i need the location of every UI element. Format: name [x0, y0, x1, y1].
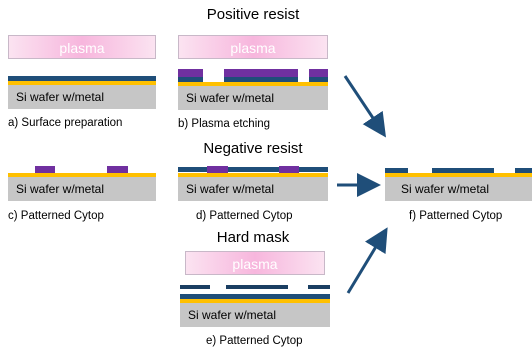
plasma-box: plasma: [185, 251, 325, 275]
metal-layer: [178, 82, 328, 86]
metal-layer: [8, 173, 156, 177]
cytop-block: [515, 168, 532, 173]
metal-layer: [180, 299, 330, 303]
resist-block: [178, 69, 203, 77]
si-wafer: Si wafer w/metal: [8, 85, 156, 109]
plasma-box: plasma: [8, 35, 156, 59]
cytop-layer: [180, 294, 330, 299]
resist-block: [207, 166, 228, 173]
resist-block: [309, 69, 328, 77]
si-wafer: Si wafer w/metal: [385, 177, 532, 201]
positive-resist-heading: Positive resist: [206, 6, 300, 23]
cytop-block: [224, 77, 298, 82]
caption-e: e) Patterned Cytop: [206, 335, 303, 347]
cytop-layer: [178, 167, 328, 172]
panel-a: plasma Si wafer w/metal a) Surface prepa…: [8, 35, 158, 133]
cytop-block: [432, 168, 494, 173]
si-wafer: Si wafer w/metal: [180, 303, 330, 327]
caption-c: c) Patterned Cytop: [8, 210, 104, 222]
si-wafer: Si wafer w/metal: [178, 86, 328, 110]
si-wafer: Si wafer w/metal: [8, 177, 156, 201]
arrow-b-to-f: [343, 75, 386, 138]
panel-e: plasma Si wafer w/metal e) Patterned Cyt…: [180, 251, 332, 351]
plasma-box: plasma: [178, 35, 328, 59]
cytop-block: [309, 77, 328, 82]
panel-c: Si wafer w/metal c) Patterned Cytop: [8, 166, 158, 228]
metal-layer: [8, 81, 156, 85]
negative-resist-heading: Negative resist: [203, 140, 303, 157]
hard-mask-block: [308, 285, 330, 289]
caption-d: d) Patterned Cytop: [196, 210, 293, 222]
resist-block: [107, 166, 128, 173]
arrow-e-to-f: [346, 227, 388, 294]
si-wafer: Si wafer w/metal: [178, 177, 328, 201]
resist-block: [224, 69, 298, 77]
cytop-block: [178, 77, 203, 82]
metal-layer: [178, 173, 328, 177]
resist-block: [279, 166, 299, 173]
hard-mask-heading: Hard mask: [216, 229, 290, 246]
cytop-layer: [8, 76, 156, 81]
hard-mask-block: [180, 285, 210, 289]
cytop-block: [385, 168, 408, 173]
panel-b: plasma Si wafer w/metal b) Plasma etchin…: [178, 35, 330, 133]
caption-b: b) Plasma etching: [178, 118, 271, 130]
panel-d: Si wafer w/metal d) Patterned Cytop: [178, 166, 330, 228]
caption-f: f) Patterned Cytop: [409, 210, 503, 222]
caption-a: a) Surface preparation: [8, 117, 123, 129]
hard-mask-block: [226, 285, 288, 289]
resist-block: [35, 166, 55, 173]
metal-layer: [385, 173, 532, 177]
panel-f: Si wafer w/metal f) Patterned Cytop: [385, 166, 532, 228]
